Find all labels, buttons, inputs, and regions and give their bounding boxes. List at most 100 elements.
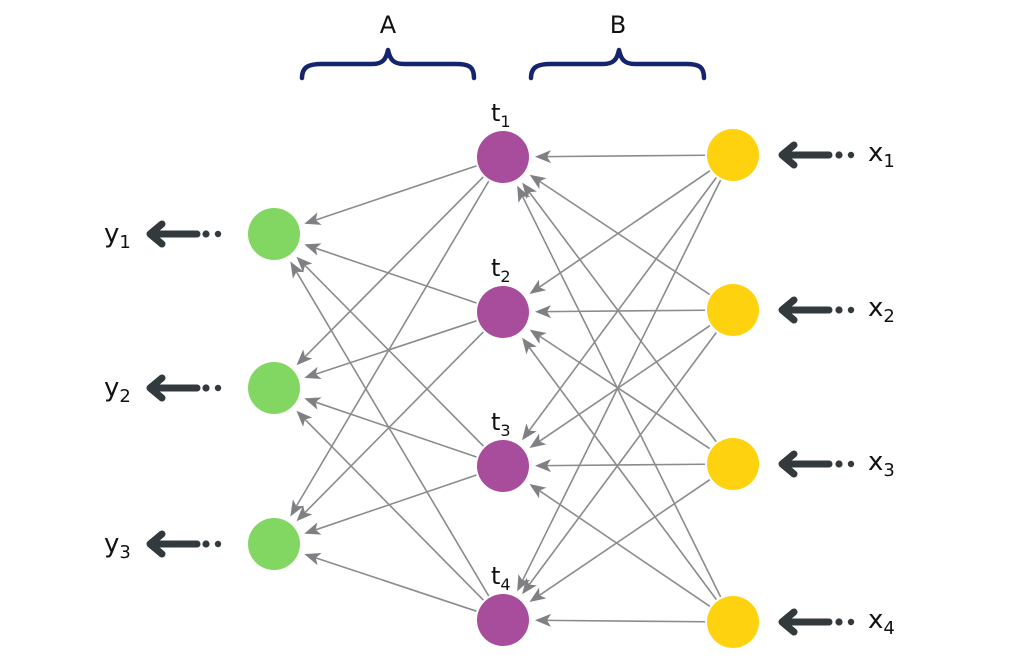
arrow-left-icon [146, 530, 166, 558]
edge-line [538, 170, 711, 288]
edge-arrowhead [517, 185, 531, 203]
output-arrow-y1 [146, 220, 222, 248]
edge-line [546, 463, 706, 467]
edge-arrowhead [296, 505, 313, 522]
label-subscript: 2 [119, 386, 130, 407]
dot [835, 306, 843, 314]
edge-line [295, 271, 490, 597]
edge-line [304, 264, 484, 447]
edge-t2-to-y2 [304, 320, 477, 380]
edge-x2-to-t1 [529, 174, 711, 296]
label-x4: x4 [868, 605, 895, 639]
dot [214, 230, 222, 238]
edge-line [538, 325, 711, 442]
brace-b-shape [528, 47, 707, 81]
edge-t4-to-y2 [296, 410, 484, 601]
brace-a-label: A [380, 11, 397, 39]
node-t2 [477, 286, 529, 338]
edge-line [315, 401, 477, 458]
label-base: t [491, 408, 500, 436]
label-t4: t4 [491, 562, 511, 594]
edge-arrowhead [534, 459, 552, 473]
brace-b-label: B [610, 11, 626, 39]
label-base: x [868, 447, 883, 477]
label-subscript: 1 [883, 151, 894, 172]
dot [835, 460, 843, 468]
label-base: y [104, 219, 119, 249]
edge-arrowhead [304, 552, 322, 566]
edge-line [295, 180, 490, 507]
edge-arrowhead [529, 433, 547, 449]
arrow-left-icon [778, 608, 798, 636]
input-arrow-x4 [778, 608, 855, 636]
node-y3 [248, 518, 300, 570]
edge-t1-to-y1 [304, 165, 477, 225]
dot [847, 306, 855, 314]
edge-arrowhead [304, 243, 322, 256]
label-subscript: 3 [883, 460, 894, 481]
edge-x4-to-t1 [517, 185, 722, 598]
input-arrow-x3 [778, 450, 855, 478]
node-t1 [477, 131, 529, 183]
label-base: y [104, 373, 119, 403]
label-subscript: 3 [500, 421, 510, 440]
edge-x4-to-t2 [522, 337, 717, 600]
dot [202, 230, 210, 238]
edge-arrowhead [522, 337, 537, 355]
dot [835, 151, 843, 159]
label-subscript: 4 [500, 575, 510, 594]
arrow-left-icon [778, 141, 798, 169]
edge-line [315, 320, 477, 375]
edge-t3-to-y2 [304, 397, 477, 458]
label-base: x [868, 138, 883, 168]
label-subscript: 3 [119, 542, 130, 563]
edge-arrowhead [529, 329, 547, 344]
edge-arrowhead [529, 587, 547, 603]
edge-arrowhead [290, 499, 305, 517]
edge-arrowhead [534, 613, 552, 627]
dot [214, 384, 222, 392]
edge-arrowhead [534, 305, 552, 319]
edge-line [315, 557, 477, 612]
edge-line [538, 479, 711, 596]
brace-a: A [299, 11, 477, 81]
edge-arrowhead [296, 256, 313, 273]
label-x3: x3 [868, 447, 895, 481]
dot [202, 384, 210, 392]
edge-t1-to-y3 [290, 180, 490, 517]
label-base: t [491, 99, 500, 127]
edge-x1-to-t1 [534, 150, 706, 164]
edge-line [528, 177, 717, 432]
label-base: x [868, 293, 883, 323]
brace-a-shape [299, 47, 477, 81]
brace-b: B [528, 11, 707, 81]
label-base: t [491, 254, 500, 282]
edge-line [521, 196, 722, 598]
node-x1 [707, 129, 759, 181]
edge-x4-to-t3 [529, 483, 711, 607]
dot [214, 540, 222, 548]
arrow-left-icon [146, 374, 166, 402]
edge-line [528, 346, 717, 600]
input-arrow-x2 [778, 296, 855, 324]
edge-line [304, 331, 484, 514]
input-arrow-x1 [778, 141, 855, 169]
edge-t1-to-y2 [296, 176, 484, 366]
edge-x1-to-t4 [517, 179, 722, 592]
edge-t2-to-y3 [296, 331, 484, 522]
edge-arrowhead [304, 397, 322, 410]
edge-line [521, 179, 722, 581]
node-x4 [707, 596, 759, 648]
node-x3 [707, 438, 759, 490]
edge-line [304, 176, 484, 358]
edge-t3-to-y3 [304, 474, 477, 535]
edge-line [528, 332, 717, 586]
label-x1: x1 [868, 138, 895, 172]
edge-x1-to-t2 [529, 170, 711, 294]
label-subscript: 4 [883, 618, 894, 639]
edge-arrowhead [290, 261, 305, 279]
output-arrow-y3 [146, 530, 222, 558]
label-subscript: 1 [500, 112, 510, 131]
